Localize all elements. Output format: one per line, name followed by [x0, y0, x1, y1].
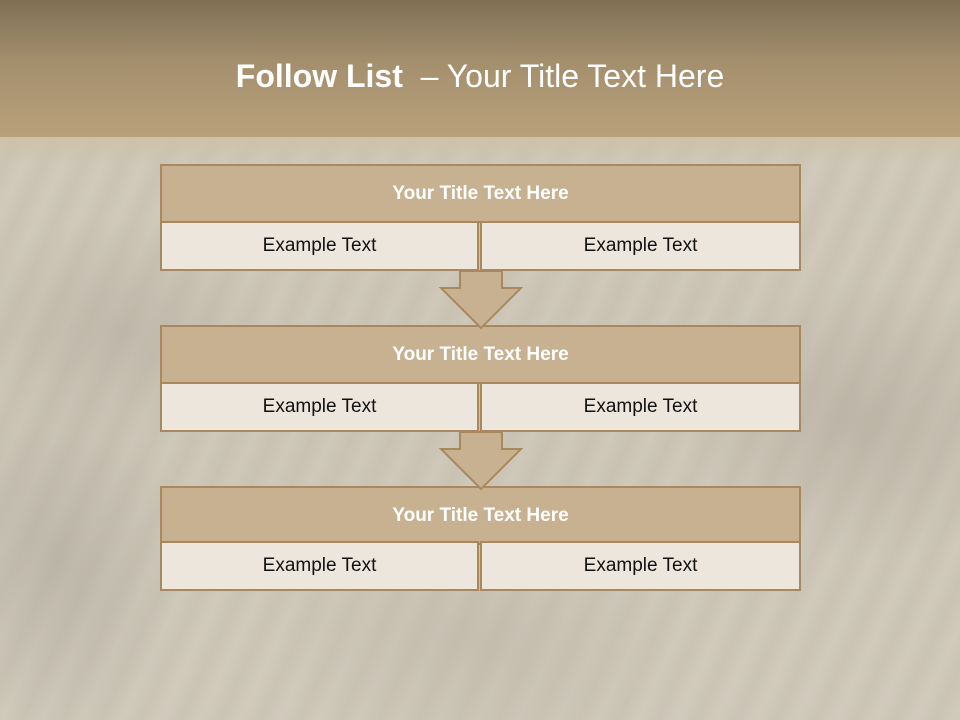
slide-title: Follow List – Your Title Text Here [0, 54, 960, 98]
down-arrow-icon [438, 431, 524, 491]
step-1-right-cell: Example Text [480, 221, 801, 271]
down-arrow-icon [438, 270, 524, 330]
step-2-right-cell: Example Text [480, 382, 801, 432]
header-fade [0, 137, 960, 167]
step-3-right-cell: Example Text [480, 541, 801, 591]
step-2-heading: Your Title Text Here [160, 325, 801, 384]
step-1-row: Example Text Example Text [160, 221, 801, 271]
step-3-left-cell: Example Text [160, 541, 479, 591]
step-1-left-cell: Example Text [160, 221, 479, 271]
header-band [0, 0, 960, 137]
step-1-heading: Your Title Text Here [160, 164, 801, 223]
slide-title-rest: – Your Title Text Here [420, 58, 725, 94]
step-3-heading: Your Title Text Here [160, 486, 801, 545]
step-2-row: Example Text Example Text [160, 382, 801, 432]
step-3-row: Example Text Example Text [160, 541, 801, 591]
step-2-left-cell: Example Text [160, 382, 479, 432]
slide-title-bold: Follow List [235, 58, 403, 94]
